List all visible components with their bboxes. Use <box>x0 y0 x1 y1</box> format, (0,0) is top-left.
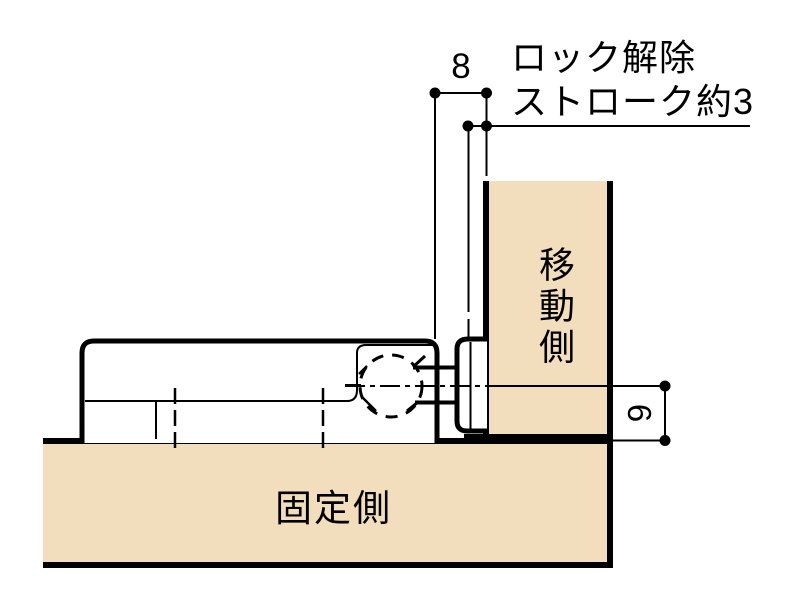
latch-base-line <box>85 385 358 402</box>
slider-housing-outline <box>356 344 435 384</box>
left-jaw-upper <box>358 365 368 375</box>
moving-panel-shape <box>483 181 613 440</box>
left-jaw-lower <box>360 395 377 412</box>
dim8-value-label: 8 <box>451 47 471 86</box>
dim8-dot-right <box>481 87 492 99</box>
annotation-line2: ストローク約3 <box>511 81 755 122</box>
dim6-value-label: 6 <box>621 403 658 423</box>
latch-body-outline <box>79 338 440 443</box>
dim6-dot-top <box>659 380 671 392</box>
dim8-dot-left <box>429 87 441 99</box>
dim6-dot-bottom <box>659 435 671 446</box>
annotation-line1: ロック解除 <box>511 37 697 78</box>
moving-side-label: 移動側 <box>534 246 575 369</box>
stroke-dim-dot-right <box>481 120 492 132</box>
jaw-chamfer-upper <box>411 354 427 369</box>
lock-release-annotation: ロック解除 ストローク約3 <box>511 36 754 124</box>
fixed-side-label: 固定側 <box>275 488 392 529</box>
stroke-dim-dot-left <box>462 120 474 132</box>
